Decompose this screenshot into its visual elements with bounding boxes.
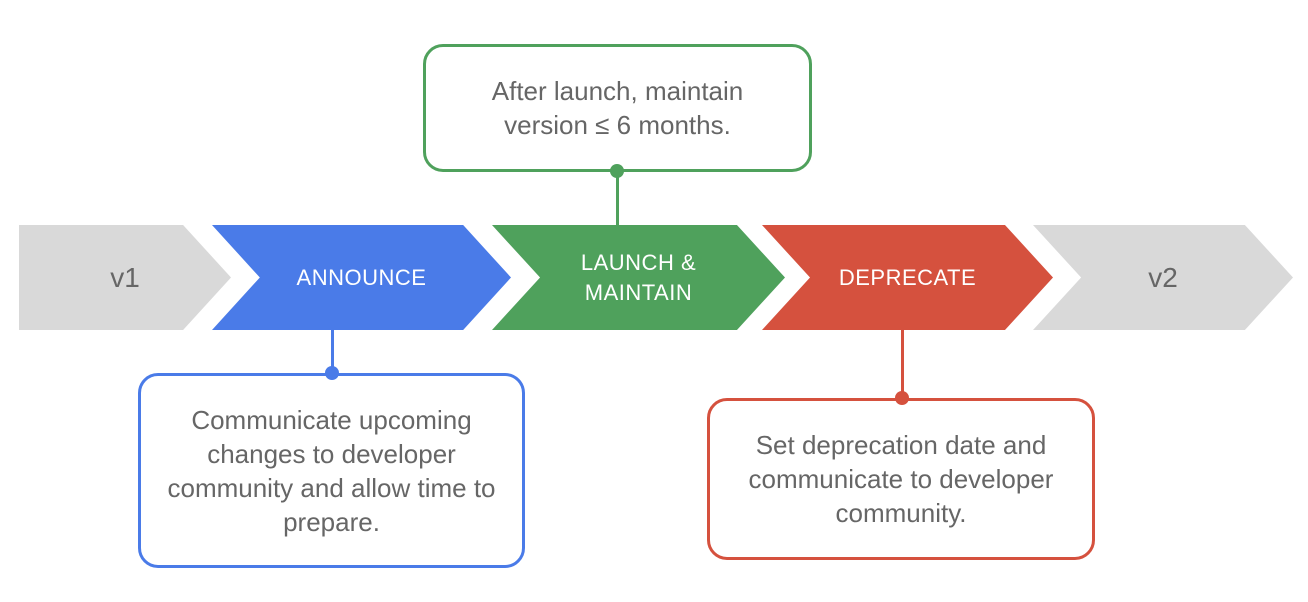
callout-announce: Communicate upcoming changes to develope… bbox=[138, 373, 525, 568]
stage-announce: ANNOUNCE bbox=[212, 225, 511, 330]
stage-label-deprecate: DEPRECATE bbox=[838, 264, 977, 290]
connector-line-announce bbox=[331, 330, 334, 374]
stage-label-announce: ANNOUNCE bbox=[296, 264, 427, 290]
stage-launch-maintain: LAUNCH & MAINTAIN bbox=[492, 225, 785, 330]
callout-launch-maintain-text: After launch, maintain version ≤ 6 month… bbox=[491, 76, 744, 140]
callout-launch-maintain: After launch, maintain version ≤ 6 month… bbox=[423, 44, 812, 172]
connector-dot-announce bbox=[325, 366, 339, 380]
connector-line-deprecate bbox=[901, 330, 904, 399]
connector-dot-deprecate bbox=[895, 391, 909, 405]
stage-deprecate: DEPRECATE bbox=[762, 225, 1053, 330]
stage-label-v2: v2 bbox=[1148, 261, 1178, 293]
stage-v2: v2 bbox=[1033, 225, 1293, 330]
connector-dot-launch bbox=[610, 164, 624, 178]
stage-label-launch-maintain: LAUNCH & MAINTAIN bbox=[580, 249, 697, 305]
stage-v1: v1 bbox=[19, 225, 231, 330]
callout-deprecate: Set deprecation date and communicate to … bbox=[707, 398, 1095, 560]
callout-deprecate-text: Set deprecation date and communicate to … bbox=[748, 430, 1054, 528]
stage-label-v1: v1 bbox=[110, 261, 140, 293]
callout-announce-text: Communicate upcoming changes to develope… bbox=[167, 404, 496, 537]
connector-line-launch bbox=[616, 170, 619, 226]
